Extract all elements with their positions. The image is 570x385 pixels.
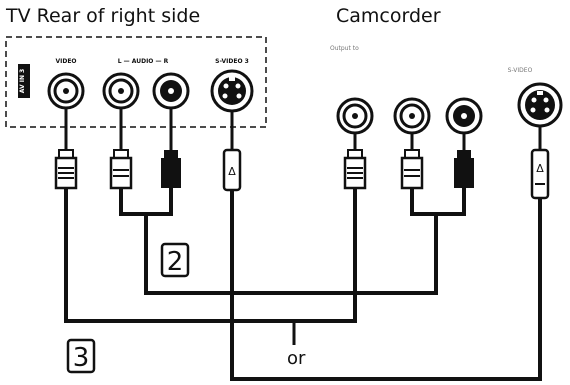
tv-svideo-jack [210,69,254,113]
cam-audio-left-jack [393,97,431,135]
camcorder-title: Camcorder [336,5,441,27]
or-label: or [287,348,306,369]
tv-svideo-plug: Δ [222,148,242,192]
tv-audio-left-jack [102,72,140,110]
tv-audio-right-jack [152,72,190,110]
tv-audio-label: L — AUDIO — R [118,58,169,65]
svg-text:3: 3 [73,343,90,373]
camcorder-faint-label: Output to [330,45,359,52]
cam-video-plug [343,149,367,190]
cam-audio-left-plug [400,149,424,190]
tv-video-plug [54,149,78,190]
cam-svideo-jack [517,82,563,128]
svg-text:2: 2 [167,247,184,277]
cam-audio-right-plug [454,150,474,188]
jack-leads [64,108,542,150]
tv-side-label: AV IN 3 [18,64,30,98]
cam-svideo-plug-mark: Δ [536,162,544,175]
step-3-marker: 3 [66,338,96,374]
audio-cable [119,188,466,295]
tv-panel [5,36,267,128]
tv-svideo-label: S-VIDEO 3 [215,58,249,65]
tv-audio-left-plug [109,149,133,190]
camcorder-svideo-label: S-VIDEO [508,67,533,74]
cam-audio-right-jack [445,97,483,135]
svideo-cable [230,190,542,381]
video-cable [64,188,357,323]
cam-svideo-plug: Δ [530,148,550,200]
tv-title: TV Rear of right side [5,5,200,27]
tv-video-label: VIDEO [55,58,76,65]
tv-audio-right-plug [161,150,181,188]
svg-text:AV IN 3: AV IN 3 [19,69,26,94]
tv-video-jack [47,72,85,110]
tv-svideo-plug-mark: Δ [228,165,236,178]
step-2-marker: 2 [160,242,190,278]
cam-video-jack [336,97,374,135]
